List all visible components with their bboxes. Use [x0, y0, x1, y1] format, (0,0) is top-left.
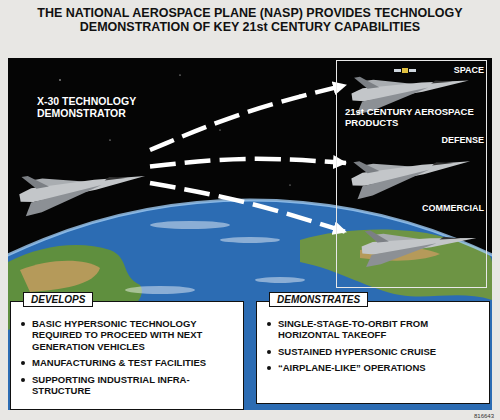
label-region: X-30 TECHNOLOGY DEMONSTRATOR: [15, 95, 150, 205]
bullet-dot: [267, 366, 271, 370]
bullet-dot: [267, 350, 271, 354]
label-region: SPACE: [346, 65, 486, 105]
title-text: THE NATIONAL AEROSPACE PLANE (NASP) PROV…: [30, 6, 470, 35]
bullet-item: MANUFACTURING & TEST FACILITIES: [21, 357, 235, 368]
commercial-plane: [360, 220, 478, 267]
panel-heading: DEVELOPS: [23, 292, 93, 307]
bullet-item: BASIC HYPERSONIC TECHNOLOGY REQUIRED TO …: [21, 318, 235, 352]
bullet-item: SINGLE-STAGE-TO-ORBIT FROM HORIZONTAL TA…: [267, 318, 481, 341]
bullet-dot: [21, 322, 25, 326]
products-box: 21st CENTURY AEROSPACE PRODUCTS SPACE DEFE…: [336, 60, 487, 288]
bullet-text: SINGLE-STAGE-TO-ORBIT FROM HORIZONTAL TA…: [278, 318, 481, 341]
x30-plane: [16, 156, 148, 217]
defense-plane: [349, 142, 474, 199]
bullet-text: “AIRPLANE-LIKE” OPERATIONS: [278, 362, 426, 373]
bullet-text: SUPPORTING INDUSTRIAL INFRA-STRUCTURE: [32, 374, 235, 397]
flow-arrow: [150, 159, 346, 167]
bullet-item: SUPPORTING INDUSTRIAL INFRA-STRUCTURE: [21, 374, 235, 397]
flow-arrow: [150, 183, 346, 232]
bullet-text: MANUFACTURING & TEST FACILITIES: [32, 357, 206, 368]
product-label: SPACE: [346, 65, 484, 75]
bullet-dot: [21, 361, 25, 365]
stars: [59, 74, 300, 185]
satellite-symbol: [394, 68, 416, 73]
product-label: DEFENSE: [346, 135, 484, 145]
panel-heading: DEMONSTRATES: [269, 292, 368, 307]
label-region: DEFENSE: [346, 135, 486, 191]
bullet-item: “AIRPLANE-LIKE” OPERATIONS: [267, 362, 481, 373]
bullet-text: BASIC HYPERSONIC TECHNOLOGY REQUIRED TO …: [32, 318, 235, 352]
earth: [8, 200, 492, 410]
bullet-item: SUSTAINED HYPERSONIC CRUISE: [267, 346, 481, 357]
figure-number: 816643: [474, 413, 494, 419]
bullet-dot: [267, 322, 271, 326]
product-label: COMMERCIAL: [346, 203, 484, 213]
flow-arrow: [150, 85, 346, 150]
summary-panel: DEMONSTRATESSINGLE-STAGE-TO-ORBIT FROM H…: [256, 301, 490, 404]
summary-panel: DEVELOPSBASIC HYPERSONIC TECHNOLOGY REQU…: [10, 301, 244, 410]
products-heading: 21st CENTURY AEROSPACE PRODUCTS: [345, 107, 480, 129]
demonstrator-label: X-30 TECHNOLOGY DEMONSTRATOR: [37, 95, 150, 119]
bullet-dot: [21, 378, 25, 382]
bullet-text: SUSTAINED HYPERSONIC CRUISE: [278, 346, 436, 357]
label-region: COMMERCIAL: [346, 203, 486, 261]
